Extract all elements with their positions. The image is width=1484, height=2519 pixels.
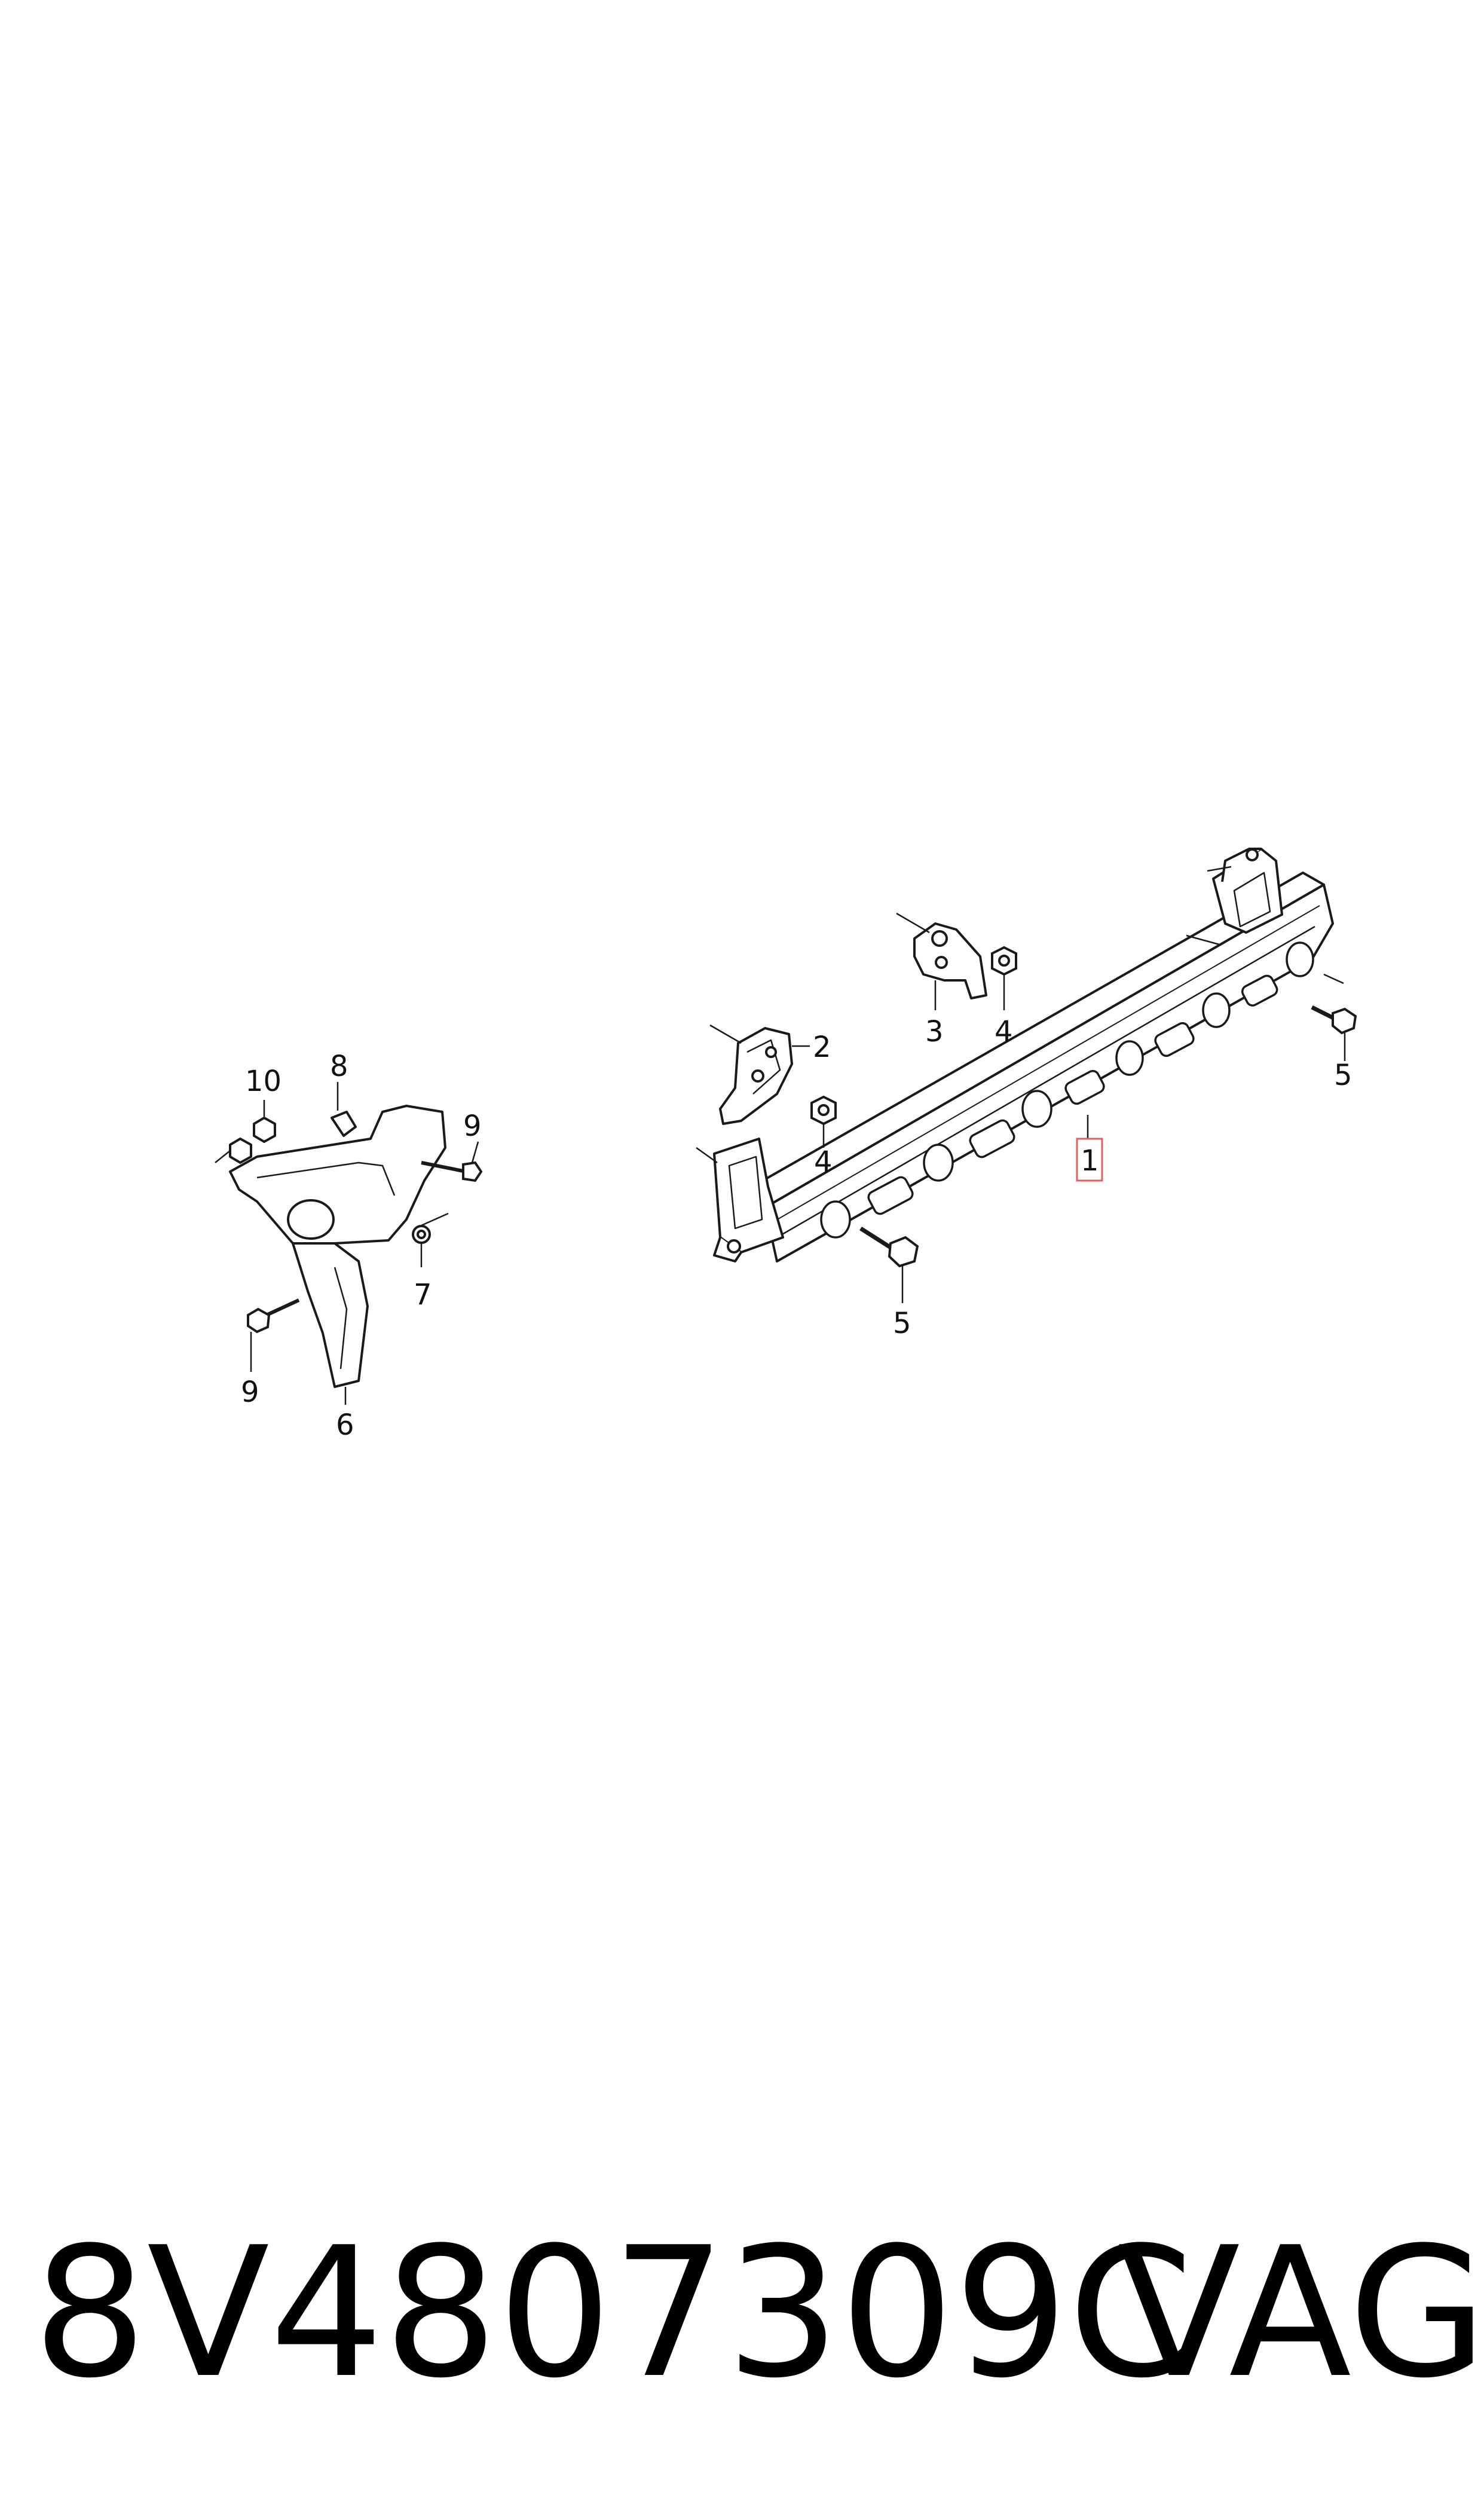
nut-part-4 [810, 946, 1017, 1126]
callout-5a: 5 [1334, 1059, 1353, 1092]
part-number: 8V4807309C [33, 2209, 1194, 2417]
callout-8: 8 [330, 1050, 348, 1083]
side-bracket-assembly [229, 1105, 446, 1388]
highlight-box-1 [1076, 1138, 1103, 1182]
bumper-carrier-beam [746, 872, 1334, 1262]
right-crash-box [1212, 848, 1283, 934]
callout-4b: 4 [814, 1145, 833, 1179]
callout-9b: 9 [241, 1375, 259, 1409]
bracket-part-2 [719, 1027, 793, 1125]
callout-7: 7 [414, 1278, 432, 1312]
callout-6: 6 [336, 1408, 354, 1442]
leader-lines [215, 866, 1346, 1405]
brand-label: VAG [1118, 2209, 1484, 2417]
callout-2: 2 [813, 1031, 831, 1064]
screw-part-9 [247, 1161, 483, 1334]
bracket-part-3 [913, 922, 987, 999]
left-crash-box [713, 1138, 784, 1262]
callout-9a: 9 [463, 1109, 482, 1143]
callout-4a: 4 [995, 1015, 1013, 1048]
callout-3: 3 [925, 1015, 944, 1048]
bolt-part-5 [859, 1005, 1357, 1268]
callout-5b: 5 [893, 1307, 911, 1340]
beam-holes [820, 941, 1314, 1239]
callout-10: 10 [245, 1065, 281, 1098]
callout-1: 1 [1081, 1144, 1099, 1178]
